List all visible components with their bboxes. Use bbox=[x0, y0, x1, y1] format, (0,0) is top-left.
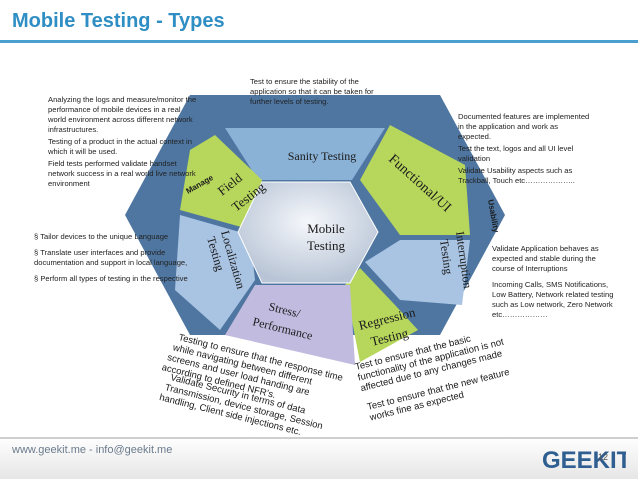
localization-note-1: § Tailor devices to the unique Language bbox=[34, 232, 169, 241]
segment-interruption bbox=[365, 240, 470, 305]
localization-notes: § Tailor devices to the unique Language … bbox=[34, 232, 189, 286]
sanity-note: Test to ensure the stability of the appl… bbox=[250, 77, 374, 106]
center-label-2: Testing bbox=[307, 238, 346, 253]
page-title: Mobile Testing - Types bbox=[12, 10, 225, 32]
center-label-1: Mobile bbox=[307, 221, 345, 236]
field-note-2: Testing of a product in the actual conte… bbox=[48, 137, 192, 156]
functional-note-2: Test the text, logos and all UI level va… bbox=[458, 144, 574, 163]
segment-functional bbox=[360, 125, 470, 235]
center-hexagon bbox=[237, 181, 379, 284]
segment-localization bbox=[175, 215, 255, 330]
interruption-note-1: Validate Application behaves as expected… bbox=[492, 244, 599, 273]
segment-field bbox=[180, 135, 262, 230]
segment-sanity bbox=[225, 128, 385, 180]
field-note-1: Analyzing the logs and measure/monitor t… bbox=[48, 95, 197, 134]
geekit-logo: GEEKIT bbox=[542, 447, 626, 474]
localization-note-3: § Perform all types of testing in the re… bbox=[34, 274, 188, 283]
segment-regression bbox=[345, 268, 418, 362]
title-rule bbox=[0, 40, 638, 43]
footer-contact: www.geekit.me - info@geekit.me bbox=[12, 444, 173, 456]
interruption-label-2: Testing bbox=[437, 238, 456, 275]
field-note-3: Field tests performed validate handset n… bbox=[48, 159, 196, 188]
sanity-label: Sanity Testing bbox=[288, 149, 357, 163]
interruption-notes: Validate Application behaves as expected… bbox=[492, 244, 618, 322]
functional-note-3: Validate Usability aspects such as Track… bbox=[458, 166, 575, 185]
page-number: 12 bbox=[598, 452, 609, 462]
interruption-note-2: Incoming Calls, SMS Notifications, Low B… bbox=[492, 280, 614, 319]
localization-note-2: § Translate user interfaces and provide … bbox=[34, 248, 188, 267]
footer bbox=[0, 437, 638, 479]
functional-notes: Documented features are implemented in t… bbox=[458, 112, 593, 188]
footer-rule bbox=[0, 437, 638, 439]
logo-text: GEEKIT bbox=[542, 447, 626, 474]
segment-stress bbox=[225, 285, 355, 365]
field-notes: Analyzing the logs and measure/monitor t… bbox=[48, 95, 198, 191]
functional-note-1: Documented features are implemented in t… bbox=[458, 112, 590, 141]
